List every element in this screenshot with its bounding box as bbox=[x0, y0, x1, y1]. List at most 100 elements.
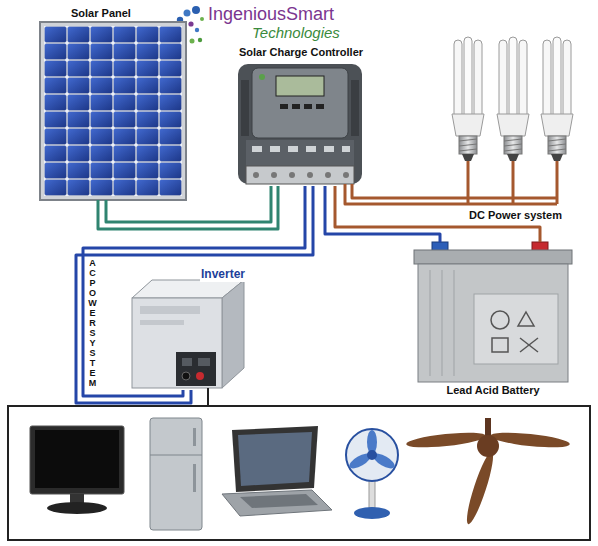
table-fan-part bbox=[369, 478, 375, 508]
wire bbox=[106, 186, 271, 222]
ceiling-fan-part bbox=[406, 430, 487, 450]
dc-lamps-part bbox=[541, 37, 573, 161]
logo-swirl-part bbox=[198, 38, 202, 42]
logo-swirl-part bbox=[195, 28, 199, 32]
component-node: Lead Acid Battery bbox=[412, 242, 574, 398]
solar-panel bbox=[40, 22, 186, 200]
laptop-part bbox=[238, 432, 312, 486]
logo-swirl-part bbox=[184, 10, 191, 17]
wire bbox=[83, 186, 305, 396]
charge-controller-part bbox=[276, 76, 324, 96]
inverter-unit-part bbox=[182, 358, 192, 366]
table-fan-part bbox=[354, 507, 390, 519]
wire bbox=[325, 186, 440, 242]
inverter-unit-part bbox=[140, 306, 200, 314]
wire bbox=[98, 186, 278, 229]
dc-lamps-part bbox=[497, 37, 529, 161]
charge-controller-part bbox=[316, 104, 324, 109]
laptop-part bbox=[232, 426, 318, 492]
dc-wiring-part bbox=[556, 161, 559, 204]
component-node: Inverter bbox=[128, 266, 248, 390]
logo-swirl-part bbox=[190, 39, 195, 44]
lead-acid-battery-part bbox=[414, 250, 572, 264]
charge-controller-part bbox=[246, 140, 354, 166]
charge-controller-part bbox=[351, 80, 359, 136]
component-label: Inverter bbox=[200, 267, 246, 282]
charge-controller-part bbox=[238, 64, 362, 184]
laptop bbox=[222, 426, 332, 516]
vertical-label: AC POWER SYSTEM bbox=[88, 258, 97, 388]
charge-controller-part bbox=[289, 172, 295, 178]
solar-panel-part bbox=[44, 26, 182, 196]
lead-acid-battery-part bbox=[418, 264, 568, 382]
refrigerator-part bbox=[193, 428, 196, 446]
charge-controller-part bbox=[270, 146, 280, 152]
text-label: DC Power system bbox=[468, 209, 563, 222]
charge-controller bbox=[238, 64, 362, 184]
television-part bbox=[47, 502, 107, 514]
charge-controller-part bbox=[307, 172, 313, 178]
laptop-part bbox=[222, 490, 332, 516]
lead-acid-battery-part bbox=[518, 312, 534, 326]
ac-loads-part bbox=[8, 406, 590, 540]
solar-panel-part bbox=[40, 22, 186, 200]
component-node: Solar Charge Controller bbox=[226, 44, 376, 186]
table-fan-part bbox=[367, 450, 377, 460]
text-label: Technologies bbox=[252, 24, 340, 41]
charge-controller-part bbox=[253, 172, 259, 178]
ceiling-fan-part bbox=[477, 435, 499, 457]
component-label: Lead Acid Battery bbox=[445, 383, 540, 397]
television-part bbox=[35, 430, 119, 488]
lead-acid-battery-part bbox=[491, 311, 509, 329]
logo-swirl-part bbox=[192, 6, 200, 14]
logo-swirl-part bbox=[188, 21, 193, 26]
logo-swirl-part bbox=[200, 17, 204, 21]
table-fan-part bbox=[346, 429, 398, 481]
refrigerator-part bbox=[193, 464, 196, 492]
charge-controller-part bbox=[343, 172, 349, 178]
dc-wiring-part bbox=[345, 184, 557, 204]
lead-acid-battery-part bbox=[442, 270, 443, 376]
ac-loads-part bbox=[207, 388, 209, 406]
dc-lamps-part bbox=[452, 37, 484, 161]
lead-acid-battery-part bbox=[520, 338, 538, 352]
charge-controller-part bbox=[271, 172, 277, 178]
component-label: Solar Panel bbox=[70, 6, 132, 20]
wire-connector bbox=[76, 186, 313, 403]
lead-acid-battery-part bbox=[454, 270, 455, 376]
charge-controller-part bbox=[288, 146, 298, 152]
inverter-unit bbox=[132, 280, 244, 388]
charge-controller-part bbox=[259, 74, 265, 80]
dc-wiring bbox=[345, 161, 557, 204]
lead-acid-battery-part bbox=[430, 270, 431, 376]
inverter-unit-part bbox=[198, 358, 210, 366]
lead-acid-battery-part bbox=[492, 338, 508, 352]
dc-wiring-part bbox=[512, 161, 515, 204]
table-fan bbox=[346, 429, 398, 519]
inverter-unit-part bbox=[222, 280, 244, 388]
charge-controller-part bbox=[246, 166, 354, 184]
wire-connector bbox=[98, 186, 278, 229]
charge-controller-part bbox=[342, 146, 350, 152]
dc-wiring-part bbox=[352, 184, 557, 198]
ceiling-fan-part bbox=[490, 430, 571, 450]
dc-lamps bbox=[452, 37, 573, 161]
charge-controller-part bbox=[292, 104, 300, 109]
inverter-unit-part bbox=[196, 372, 204, 380]
television bbox=[30, 426, 124, 514]
component-label: Solar Charge Controller bbox=[238, 45, 364, 59]
inverter-unit-part bbox=[132, 298, 222, 388]
inverter-unit-part bbox=[182, 372, 190, 380]
lead-acid-battery-part bbox=[474, 294, 558, 364]
charge-controller-part bbox=[252, 68, 348, 138]
charge-controller-part bbox=[304, 104, 312, 109]
ceiling-fan bbox=[406, 418, 571, 526]
charge-controller-part bbox=[324, 146, 334, 152]
refrigerator bbox=[150, 418, 202, 530]
ac-loads bbox=[8, 388, 590, 540]
refrigerator-part bbox=[150, 455, 202, 456]
charge-controller-part bbox=[280, 104, 288, 109]
text-label: IngeniousSmart bbox=[208, 4, 334, 25]
lead-acid-battery-part bbox=[520, 338, 538, 352]
